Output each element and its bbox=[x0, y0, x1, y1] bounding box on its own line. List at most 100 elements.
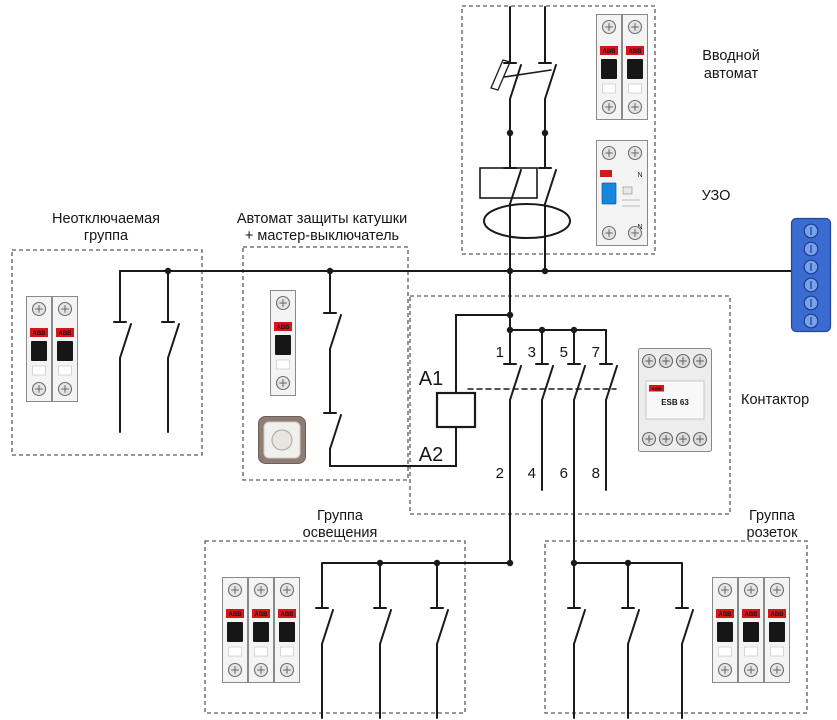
input-breaker-device bbox=[597, 15, 648, 120]
rcd-neutral-marking-top: N bbox=[637, 172, 642, 179]
socket-breaker-3-contact bbox=[675, 607, 694, 645]
devices: N N bbox=[27, 15, 832, 683]
lighting-breaker-2-contact bbox=[373, 607, 392, 645]
lighting-breaker-3-contact bbox=[430, 607, 449, 645]
pole-terminal-8-label: 8 bbox=[592, 465, 600, 482]
contactor-label: Контактор bbox=[741, 392, 809, 408]
non-switchable-label-line1: Неотключаемая bbox=[52, 211, 160, 227]
region-master-switch bbox=[242, 246, 409, 481]
junction-dot bbox=[570, 326, 578, 334]
pole-terminal-1-label: 1 bbox=[496, 344, 504, 361]
rcd-bottom-screw bbox=[627, 225, 643, 241]
junction-dot bbox=[164, 267, 172, 275]
contactor-pole-1-contact bbox=[503, 363, 522, 401]
contactor-coil bbox=[435, 391, 477, 429]
rcd-device: N N bbox=[596, 140, 648, 246]
region-input-breaker bbox=[461, 5, 656, 255]
input-breaker-pole-2-contact bbox=[538, 62, 557, 100]
dashed-regions bbox=[11, 5, 808, 714]
wall-switch-button bbox=[271, 429, 293, 451]
junction-dot bbox=[506, 311, 514, 319]
pole-terminal-4-label: 4 bbox=[528, 465, 536, 482]
contactor-bottom-screw bbox=[692, 431, 708, 447]
lighting-label-line2: освещения bbox=[303, 525, 378, 541]
lighting-label-line1: Группа bbox=[317, 508, 364, 524]
junction-dot bbox=[506, 267, 514, 275]
non-switchable-label-line2: группа bbox=[84, 228, 129, 244]
non-switchable-breaker-2-contact bbox=[161, 321, 180, 359]
terminal-screw bbox=[803, 241, 819, 257]
rcd-pole-2-contact bbox=[538, 167, 557, 205]
junction-dots bbox=[164, 129, 632, 567]
lighting-breaker-1-contact bbox=[315, 607, 334, 645]
contactor-top-screw bbox=[658, 353, 674, 369]
coil-terminal-a1-label: A1 bbox=[419, 368, 443, 390]
symbol-extras bbox=[435, 59, 617, 429]
junction-dot bbox=[538, 326, 546, 334]
pole-terminal-3-label: 3 bbox=[528, 344, 536, 361]
master-label-line1: Автомат защиты катушки bbox=[237, 211, 407, 227]
neutral-terminal-block bbox=[790, 217, 832, 333]
contactor-top-screw bbox=[641, 353, 657, 369]
terminal-screw bbox=[803, 295, 819, 311]
contactor-pole-5-contact bbox=[567, 363, 586, 401]
contactor-brand-stripe bbox=[649, 385, 664, 392]
input-breaker-label-line2: автомат bbox=[704, 66, 759, 82]
rcd-brand-stripe bbox=[600, 170, 612, 177]
terminal-screw bbox=[803, 223, 819, 239]
contactor-pole-7-contact bbox=[599, 363, 618, 401]
wire-non-switchable-branches bbox=[119, 270, 169, 433]
socket-breaker-device bbox=[713, 578, 790, 683]
master-switch-contact bbox=[323, 412, 342, 450]
input-breaker-label-line1: Вводной bbox=[702, 48, 760, 64]
pole-terminal-6-label: 6 bbox=[560, 465, 568, 482]
rcd-top-screw bbox=[601, 145, 617, 161]
labels: Вводной автомат УЗО Неотключаемая группа… bbox=[52, 48, 809, 541]
wire-coil-control-circuit bbox=[329, 270, 511, 467]
sockets-label-line2: розеток bbox=[747, 525, 799, 541]
contactor-bottom-screw bbox=[641, 431, 657, 447]
pole-terminal-2-label: 2 bbox=[496, 465, 504, 482]
breaker-linkage-shape bbox=[490, 59, 511, 91]
terminal-screw bbox=[803, 277, 819, 293]
socket-breaker-1-contact bbox=[567, 607, 586, 645]
region-non-switchable-group bbox=[11, 249, 203, 456]
contactor-pole-3-contact bbox=[535, 363, 554, 401]
terminal-block-body bbox=[790, 217, 832, 333]
rcd-test-button bbox=[622, 186, 633, 195]
coil-terminal-a2-label: A2 bbox=[419, 444, 443, 466]
contactor-top-screw bbox=[692, 353, 708, 369]
junction-dot bbox=[506, 129, 514, 137]
pole-terminal-5-label: 5 bbox=[560, 344, 568, 361]
contactor-top-screw bbox=[675, 353, 691, 369]
coil-protection-breaker-contact bbox=[323, 312, 342, 350]
contactor-bottom-screw bbox=[675, 431, 691, 447]
wire-lighting-branches bbox=[321, 562, 511, 719]
terminal-screw bbox=[803, 259, 819, 275]
junction-dot bbox=[541, 129, 549, 137]
non-switchable-breaker-1-contact bbox=[113, 321, 132, 359]
coil-protection-breaker-device bbox=[271, 291, 296, 396]
wire-socket-branches bbox=[573, 562, 683, 719]
terminal-screw bbox=[803, 313, 819, 329]
pole-terminal-7-label: 7 bbox=[592, 344, 600, 361]
junction-dot bbox=[624, 559, 632, 567]
junction-dot bbox=[376, 559, 384, 567]
rcd-top-screw bbox=[627, 145, 643, 161]
junction-dot bbox=[433, 559, 441, 567]
master-wall-switch-device bbox=[258, 416, 306, 464]
rcd-neutral-marking-bottom: N bbox=[637, 224, 642, 231]
rcd-label: УЗО bbox=[702, 188, 731, 204]
rcd-mechanism-box bbox=[479, 167, 538, 199]
wire-contactor-poles bbox=[509, 329, 607, 564]
junction-dot bbox=[541, 267, 549, 275]
lighting-breaker-device bbox=[223, 578, 300, 683]
region-lighting-group bbox=[204, 540, 466, 714]
rcd-bottom-screw bbox=[601, 225, 617, 241]
rcd-toroid bbox=[483, 203, 571, 239]
junction-dot bbox=[326, 267, 334, 275]
contactor-model-label: ESB 63 bbox=[661, 398, 689, 407]
region-contactor bbox=[409, 295, 731, 515]
